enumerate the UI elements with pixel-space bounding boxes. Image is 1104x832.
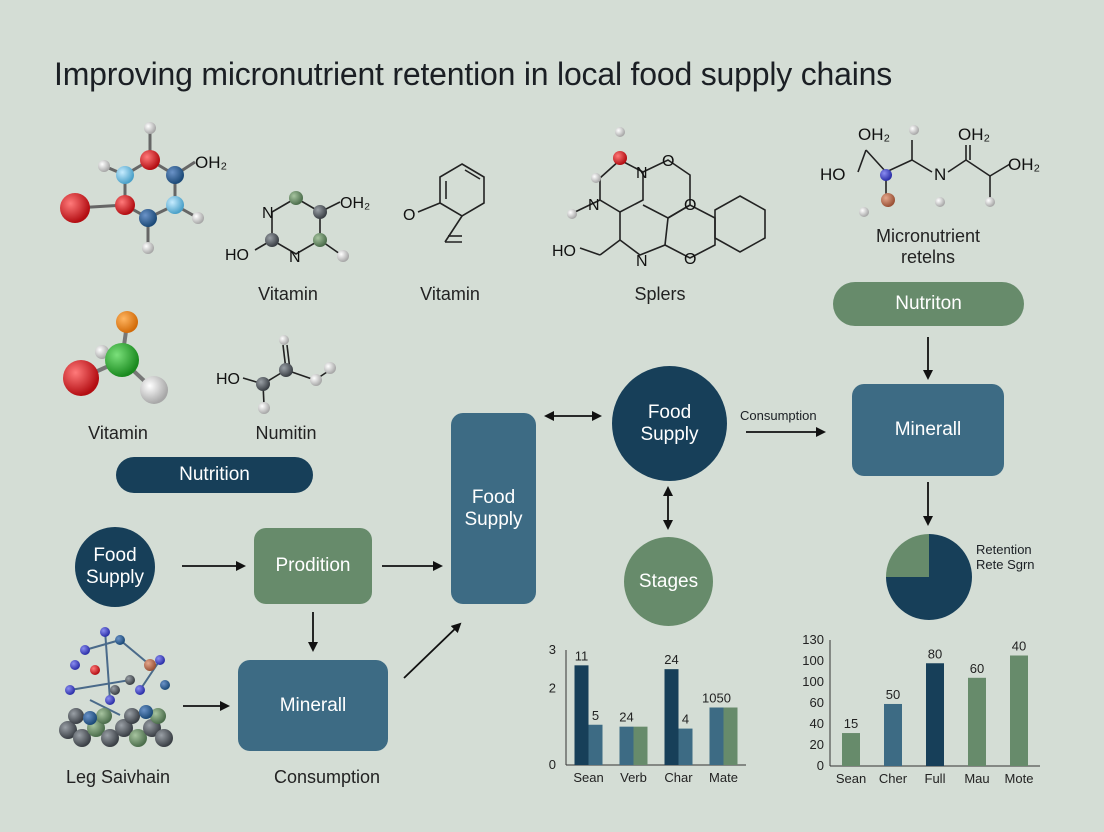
label-vitamin-1: Vitamin [258,284,318,304]
label-micronutrient: Micronutrient [875,226,981,246]
molecule-2d-micronutrient [857,140,1011,198]
chart1-category: Char [664,770,693,785]
chart2-ytick: 20 [810,737,824,752]
pie-label-line1: Retention [976,542,1032,557]
chart1-category: Sean [573,770,603,785]
chart2-category: Mote [1005,771,1034,786]
m4-o1: O [662,153,674,170]
m3-o: O [403,207,415,224]
chart2-ytick: 100 [802,653,824,668]
m5-oh2-c: OH₂ [1008,155,1040,174]
molecule-2d-splers [574,159,766,259]
label-leg-saivhain: Leg Saivhain [65,767,171,787]
chart1-category: Mate [709,770,738,785]
chart1-ytick: 2 [549,680,556,695]
label-retelns: retelns [900,247,956,267]
chart1-ytick: 3 [549,642,556,657]
label-numitin: Numitin [255,423,317,443]
m5-n: N [934,165,946,184]
page-title: Improving micronutrient retention in loc… [54,56,893,92]
pie-slice-minor [886,534,929,577]
molecule-3d-1 [74,130,199,245]
m2-oh2: OH₂ [340,195,370,212]
pie-label: Retention Rete Sgrn [976,542,1035,572]
m5-oh2-a: OH₂ [858,125,890,144]
prodition-box: Prodition [254,528,372,604]
chart1-data-label: 1050 [702,691,731,706]
m7-ho: HO [216,371,240,388]
molecule-cluster [69,629,161,716]
chart1-bar [633,726,648,765]
label-vitamin-3: Vitamin [88,423,148,443]
m5-oh2-b: OH₂ [958,125,990,144]
pie-label-line2: Rete Sgrn [976,557,1035,572]
chart1-data-label: 24 [619,710,633,725]
chart2-bar [842,733,860,766]
chart1-bar [709,707,724,765]
m2-n1: N [262,205,274,222]
chart2-data-label: 60 [970,661,984,676]
chart2-bar [884,703,902,766]
m4-n3: N [636,253,648,270]
chart2-bar [1010,655,1028,766]
chart1-data-label: 24 [664,652,678,667]
chart2-data-label: 50 [886,687,900,702]
label-vitamin-2: Vitamin [420,284,480,304]
chart2-data-label: 80 [928,646,942,661]
chart1-bar [588,724,603,765]
consumption-arrow-label: Consumption [740,408,817,423]
chart1-bar [619,726,634,765]
chart2-bar [926,663,944,766]
chart1-data-label: 4 [682,712,689,727]
consumption-label: Consumption [273,767,381,787]
food-supply-tall-box: Food Supply [451,413,536,604]
chart1-data-label: 11 [575,648,589,663]
label-splers: Splers [634,284,686,304]
m4-o3: O [684,251,696,268]
chart1-bar [574,665,589,765]
nutrition-pill-left: Nutrition [116,457,313,493]
chart1-bar [723,707,738,765]
chart2-data-label: 15 [844,716,858,731]
chart1-ytick: 0 [549,757,556,772]
chart2-ytick: 40 [810,716,824,731]
molecule-2d-vitamin-2 [417,163,485,243]
chart1-bar [678,728,693,765]
m4-ho: HO [552,243,576,260]
chart2-bar [968,677,986,766]
nutrition-pill-right: Nutriton [833,282,1024,326]
chart1-bar [664,669,679,765]
m2-ho: HO [225,247,249,264]
chart2-category: Mau [964,771,989,786]
chart2-category: Cher [879,771,908,786]
chart1-data-label: 5 [592,708,599,723]
chart2-category: Sean [836,771,866,786]
minerall-box-bottom: Minerall [238,660,388,751]
stages-circle: Stages [624,537,713,626]
retention-pie [886,534,972,620]
chart2-data-label: 40 [1012,639,1026,654]
minerall-box-right: Minerall [852,384,1004,476]
chart2-ytick: 60 [810,695,824,710]
chart2-ytick: 100 [802,674,824,689]
m4-n2: N [588,197,600,214]
chart2-category: Full [925,771,946,786]
food-supply-circle-left: Food Supply [75,527,155,607]
m4-o2: O [684,197,696,214]
molecule-cluster-atoms [65,627,170,705]
chart2-ytick: 0 [817,758,824,773]
chart1-category: Verb [620,770,647,785]
molecule-cluster-base [59,705,173,747]
m2-n2: N [289,249,301,266]
food-supply-circle-center: Food Supply [612,366,727,481]
m1-oh2: OH₂ [195,153,227,172]
chart2-ytick: 130 [802,632,824,647]
m4-n1: N [636,165,648,182]
m5-ho: HO [820,165,846,184]
